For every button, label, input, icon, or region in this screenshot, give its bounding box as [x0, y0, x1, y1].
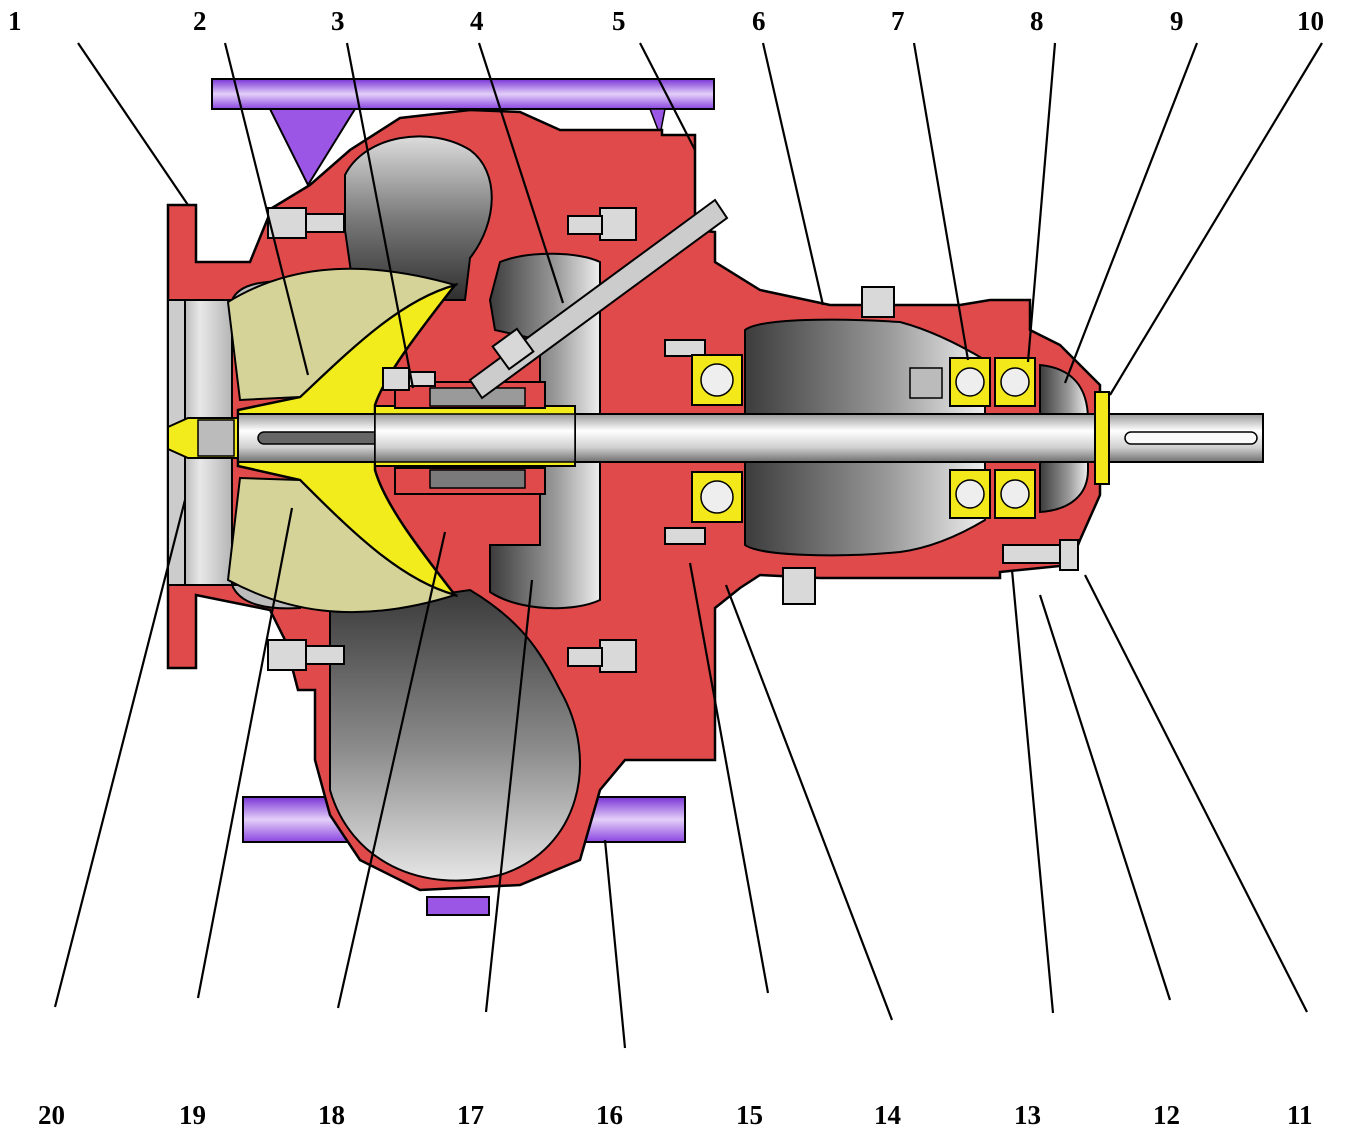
- label-9: 9: [1170, 6, 1184, 36]
- pump-illustration: [166, 78, 1264, 916]
- shaft-keyway-rear: [1124, 431, 1258, 445]
- bolt-11: [1059, 539, 1079, 571]
- leader-7: [912, 42, 970, 361]
- label-20: 20: [38, 1100, 65, 1130]
- impeller-vane-lower: [226, 476, 459, 614]
- leader-15: [688, 562, 770, 994]
- volute-upper-cavity: [344, 135, 493, 301]
- discharge-flange-neck: [268, 108, 357, 188]
- bottom-labels: 20 19 18 17 16 15 14 13 12 11: [38, 1100, 1313, 1130]
- discharge-flange: [211, 78, 715, 110]
- bottom-flange-foot: [426, 896, 490, 916]
- label-1: 1: [8, 6, 22, 36]
- discharge-flange-neck-right: [648, 108, 666, 138]
- label-12: 12: [1153, 1100, 1180, 1130]
- bolt-seal-gland: [382, 367, 410, 391]
- bolt-lower-right: [599, 639, 637, 673]
- leader-13: [1010, 569, 1055, 1014]
- seal-face-lower: [429, 469, 526, 489]
- leader-18: [336, 531, 447, 1009]
- spring-washer: [909, 367, 943, 399]
- label-6: 6: [752, 6, 766, 36]
- shaft-sleeve-inner: [374, 413, 576, 463]
- leader-6: [761, 42, 825, 306]
- top-labels: 1 2 3 4 5 6 7 8 9 10: [8, 6, 1324, 36]
- bolt-15: [664, 527, 706, 545]
- bolt-upper-right-shank: [567, 215, 603, 235]
- label-2: 2: [193, 6, 207, 36]
- bolt-upper-left: [267, 207, 307, 239]
- label-19: 19: [179, 1100, 206, 1130]
- bearings: [691, 354, 1036, 523]
- flush-pipe: [468, 198, 729, 400]
- bolt-lower-left-shank: [305, 645, 345, 665]
- leader-4: [477, 42, 565, 304]
- leader-12: [1038, 594, 1172, 1001]
- bolt-seal-gland-shank: [408, 371, 436, 387]
- casing-bolts: [267, 207, 1079, 673]
- bolt-upper-right: [599, 207, 637, 241]
- leader-3: [345, 42, 415, 389]
- label-8: 8: [1030, 6, 1044, 36]
- label-13: 13: [1014, 1100, 1041, 1130]
- leader-5: [639, 42, 696, 151]
- bolt-lower-left: [267, 639, 307, 671]
- leader-17: [484, 579, 534, 1013]
- leader-10: [1109, 42, 1323, 396]
- volute-lower-cavity: [329, 588, 581, 882]
- leader-2: [223, 42, 310, 376]
- plug-top: [861, 286, 895, 318]
- leader-14: [724, 584, 894, 1021]
- bolt-upper-left-shank: [305, 213, 345, 233]
- label-15: 15: [736, 1100, 763, 1130]
- leader-9: [1063, 42, 1199, 384]
- bolt-lower-right-shank: [567, 647, 603, 667]
- bolt-frame-top: [664, 339, 706, 357]
- label-17: 17: [457, 1100, 484, 1130]
- bolt-13: [1002, 544, 1064, 564]
- label-14: 14: [874, 1100, 901, 1130]
- label-16: 16: [596, 1100, 623, 1130]
- label-7: 7: [891, 6, 905, 36]
- label-5: 5: [612, 6, 626, 36]
- plug-bottom: [782, 567, 816, 605]
- label-18: 18: [318, 1100, 345, 1130]
- leader-20: [53, 499, 187, 1008]
- label-10: 10: [1297, 6, 1324, 36]
- end-seal: [1094, 391, 1110, 485]
- label-11: 11: [1287, 1100, 1313, 1130]
- leader-8: [1026, 42, 1057, 363]
- shaft-keyway-front: [257, 431, 391, 445]
- label-3: 3: [331, 6, 345, 36]
- leader-19: [196, 507, 294, 999]
- leader-11: [1084, 574, 1308, 1013]
- leader-1: [77, 42, 189, 206]
- label-4: 4: [470, 6, 484, 36]
- impeller-nut-thread: [197, 419, 235, 457]
- leader-lines: [53, 42, 1323, 1049]
- leader-16: [603, 839, 627, 1049]
